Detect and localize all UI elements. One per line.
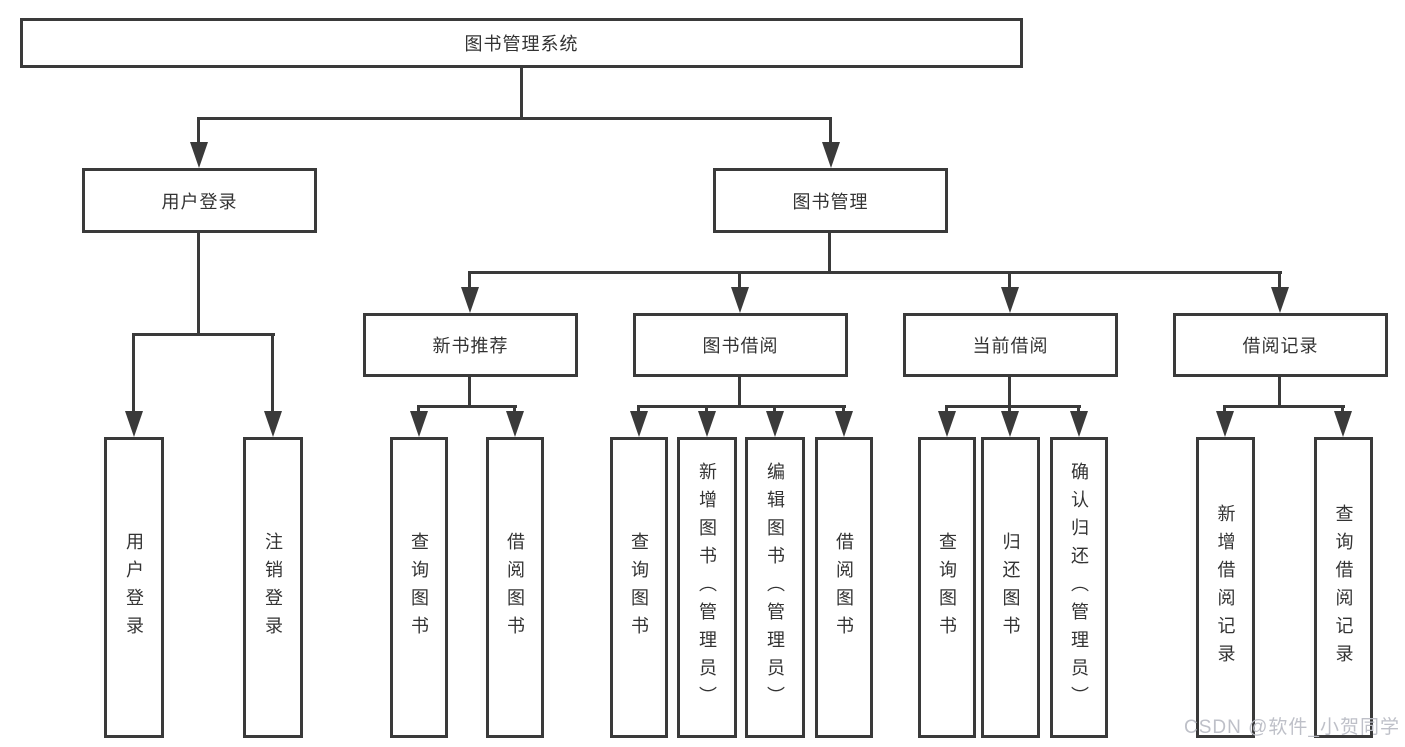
arrow-down-icon: [1334, 411, 1352, 437]
connector-line: [468, 271, 471, 290]
connector-line: [842, 405, 845, 413]
node-new-book-recommendation: 新书推荐: [363, 313, 578, 377]
node-library-management-system: 图书管理系统: [20, 18, 1023, 68]
leaf-user-login: 用户登录: [104, 437, 164, 738]
leaf-add-book-admin: 新增图书（管理员）: [677, 437, 737, 738]
connector-line: [1223, 405, 1345, 408]
arrow-down-icon: [264, 411, 282, 437]
connector-line: [829, 117, 832, 145]
connector-line: [197, 233, 200, 335]
node-book-borrowing: 图书借阅: [633, 313, 848, 377]
connector-line: [738, 377, 741, 408]
leaf-query-books: 查询图书: [390, 437, 448, 738]
node-user-login: 用户登录: [82, 168, 317, 233]
watermark: CSDN @软件_小贺同学: [1184, 717, 1400, 738]
connector-line: [132, 333, 135, 413]
arrow-down-icon: [698, 411, 716, 437]
arrow-down-icon: [125, 411, 143, 437]
connector-line: [271, 333, 274, 413]
connector-line: [132, 333, 275, 336]
connector-line: [1278, 271, 1281, 290]
leaf-return-book: 归还图书: [981, 437, 1040, 738]
connector-line: [945, 405, 948, 413]
node-borrowing-records: 借阅记录: [1173, 313, 1388, 377]
leaf-borrow-books: 借阅图书: [486, 437, 544, 738]
arrow-down-icon: [1001, 287, 1019, 313]
connector-line: [1223, 405, 1226, 413]
connector-line: [705, 405, 708, 413]
connector-line: [1077, 405, 1080, 413]
connector-line: [1341, 405, 1344, 413]
connector-line: [197, 117, 200, 145]
arrow-down-icon: [766, 411, 784, 437]
connector-line: [513, 405, 516, 413]
connector-line: [520, 68, 523, 118]
connector-line: [945, 405, 1081, 408]
connector-line: [417, 405, 420, 413]
leaf-confirm-return-admin: 确认归还（管理员）: [1050, 437, 1108, 738]
arrow-down-icon: [1271, 287, 1289, 313]
leaf-logout: 注销登录: [243, 437, 303, 738]
node-current-borrowing: 当前借阅: [903, 313, 1118, 377]
leaf-add-borrow-record: 新增借阅记录: [1196, 437, 1255, 738]
leaf-borrow-books: 借阅图书: [815, 437, 873, 738]
leaf-edit-book-admin: 编辑图书（管理员）: [745, 437, 805, 738]
arrow-down-icon: [1070, 411, 1088, 437]
leaf-query-books: 查询图书: [918, 437, 976, 738]
connector-line: [828, 233, 831, 274]
connector-line: [468, 271, 1282, 274]
arrow-down-icon: [822, 142, 840, 168]
arrow-down-icon: [1216, 411, 1234, 437]
connector-line: [1008, 377, 1011, 408]
connector-line: [1008, 405, 1011, 413]
leaf-query-borrow-record: 查询借阅记录: [1314, 437, 1373, 738]
connector-line: [1278, 377, 1281, 408]
arrow-down-icon: [461, 287, 479, 313]
connector-line: [417, 405, 517, 408]
connector-line: [773, 405, 776, 413]
connector-line: [197, 117, 832, 120]
node-book-management: 图书管理: [713, 168, 948, 233]
arrow-down-icon: [630, 411, 648, 437]
arrow-down-icon: [731, 287, 749, 313]
arrow-down-icon: [410, 411, 428, 437]
connector-line: [1008, 271, 1011, 290]
leaf-query-books: 查询图书: [610, 437, 668, 738]
connector-line: [738, 271, 741, 290]
arrow-down-icon: [506, 411, 524, 437]
arrow-down-icon: [1001, 411, 1019, 437]
arrow-down-icon: [938, 411, 956, 437]
arrow-down-icon: [835, 411, 853, 437]
connector-line: [637, 405, 846, 408]
connector-line: [468, 377, 471, 408]
arrow-down-icon: [190, 142, 208, 168]
connector-line: [637, 405, 640, 413]
